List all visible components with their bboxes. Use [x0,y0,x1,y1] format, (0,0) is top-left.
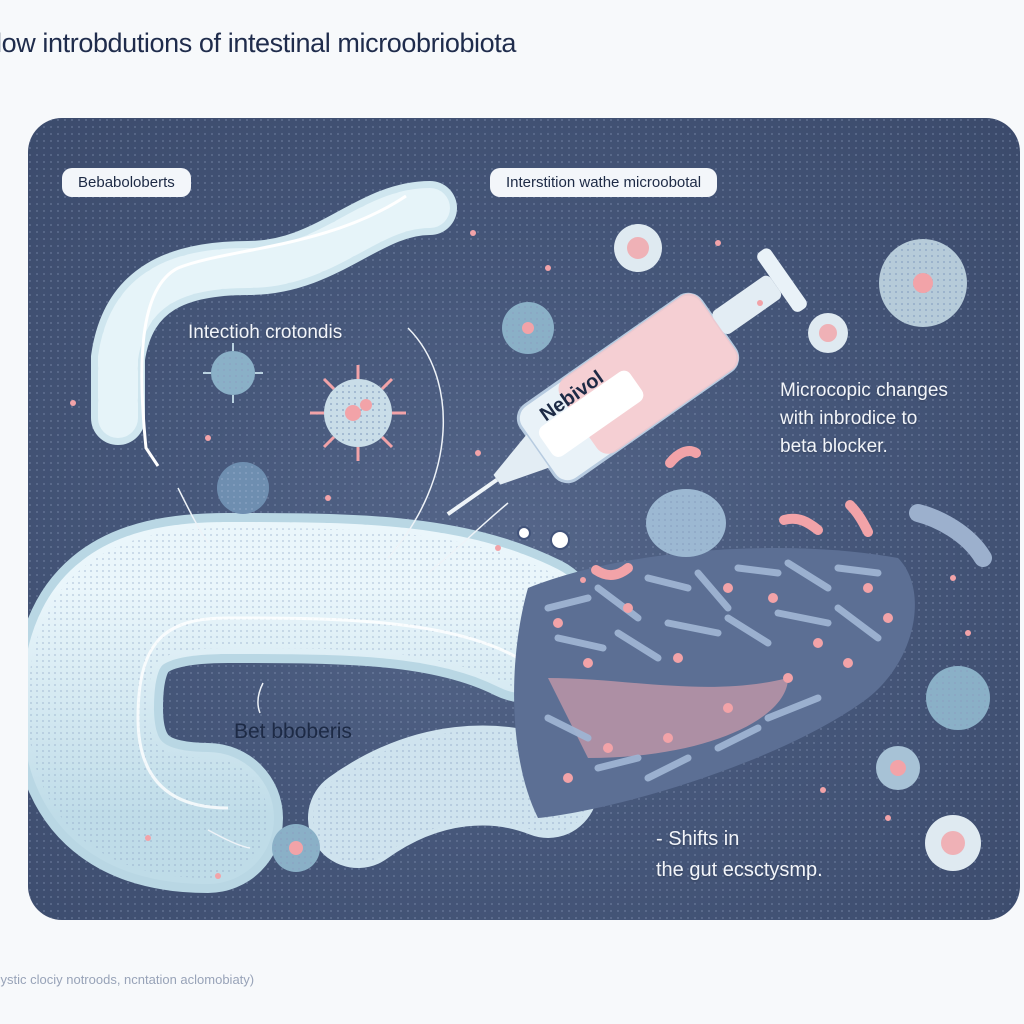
bacteria-cluster [514,548,915,818]
shifts-line-1: - Shifts in [656,828,740,850]
virus-3 [217,462,269,514]
upper-intestine [91,181,457,467]
virus-2 [310,365,406,461]
label-infection: Intectioh crotondis [188,322,343,343]
virus-4 [502,302,554,354]
white-cells [517,526,570,550]
microscopic-line-1: Microcopic changes [780,380,948,401]
label-top-left: Bebaboloberts [62,168,191,197]
page-title: low introbdutions of intestinal microobr… [0,28,516,58]
label-top-center: Interstition wathe microobotal [490,168,718,197]
label-bottom-left: Bet bboberis [234,720,352,743]
shifts-line-2: the gut ecsctysmp. [656,859,823,881]
illustration-svg [28,118,1020,920]
footer-caption: cystic clociy notroods, ncntation aclomo… [0,972,255,987]
pink-rods [591,446,873,580]
virus-5 [614,224,662,272]
shifts-text: - Shifts in the gut ecsctysmp. [656,828,823,882]
virus-9 [876,746,920,790]
scattered-dots [70,230,971,879]
microscopic-changes-text: Microcopic changes with inbrodice to bet… [780,380,948,458]
virus-11 [272,824,320,872]
illustration-panel: Bebaboloberts Interstition wathe microob… [28,118,1020,920]
virus-1 [203,343,263,403]
microscopic-line-3: beta blocker. [780,436,888,457]
microscopic-line-2: with inbrodice to [780,408,918,429]
virus-7 [808,313,848,353]
bacterium-blob [646,489,726,557]
virus-10 [925,815,981,871]
worm-bacterium [909,504,992,567]
virus-6 [879,239,967,327]
virus-8 [926,666,990,730]
arrows [177,327,509,849]
syringe [446,248,807,516]
